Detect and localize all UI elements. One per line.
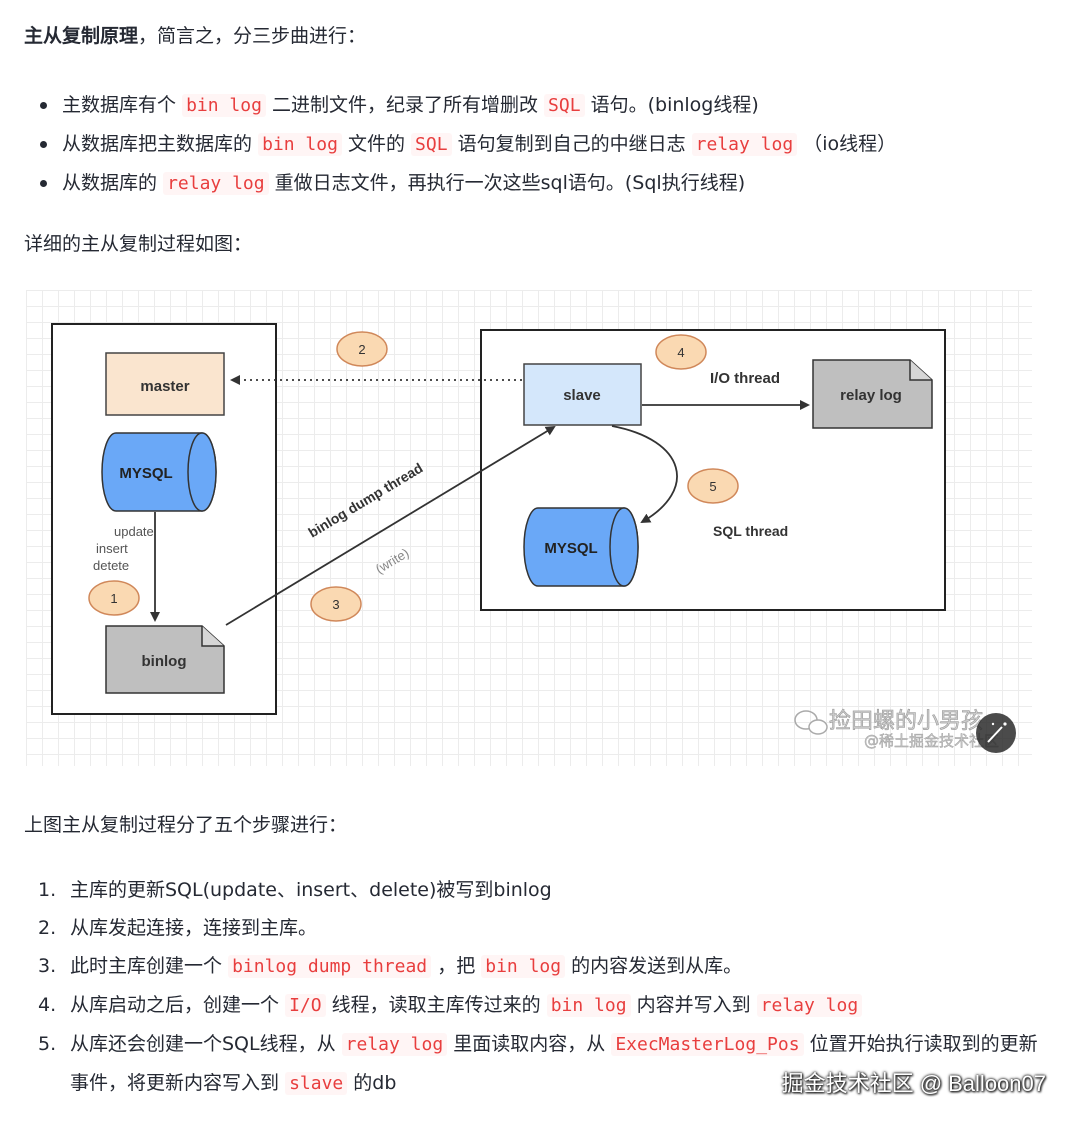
inline-code: binlog dump thread	[228, 955, 432, 978]
list-item: 从数据库的 relay log 重做日志文件，再执行一次这些sql语句。(Sql…	[0, 164, 896, 203]
sql-thread-arrow	[611, 425, 678, 523]
text: 从数据库把主数据库的	[62, 133, 253, 155]
diagram-watermark: 捡田螺的小男孩 @稀土掘金技术社区	[794, 709, 1016, 753]
steps-heading: 上图主从复制过程分了五个步骤进行：	[24, 814, 348, 836]
replication-diagram: master MYSQL update insert detete binlog	[26, 290, 1032, 766]
list-item: 4. 从库启动之后，创建一个 I/O 线程，读取主库传过来的 bin log 内容…	[0, 986, 1060, 1025]
op-label-insert: insert	[96, 541, 128, 556]
step-number: 2	[358, 342, 365, 357]
list-item: 5. 从库还会创建一个SQL线程，从 relay log 里面读取内容，从 Exe…	[0, 1025, 1060, 1103]
dump-thread-label: binlog dump thread	[305, 460, 425, 541]
inline-code: relay log	[163, 172, 269, 195]
master-label: master	[140, 378, 189, 395]
inline-code: bin log	[258, 133, 342, 156]
text: 内容并写入到	[636, 994, 751, 1016]
sql-thread-label: SQL thread	[713, 523, 788, 539]
text: 位置开始执行读取到的更新事件，将更新内容写入到	[70, 1033, 1038, 1094]
mysql-master-label: MYSQL	[119, 465, 172, 482]
binlog-label: binlog	[142, 653, 187, 670]
magic-wand-button[interactable]	[976, 713, 1016, 753]
io-thread-label: I/O thread	[710, 370, 780, 387]
wechat-icon	[794, 710, 828, 735]
relay-log-label: relay log	[840, 387, 902, 404]
op-label-detete: detete	[93, 558, 129, 573]
text: 从库启动之后，创建一个	[70, 994, 280, 1016]
step-number: 5	[709, 479, 716, 494]
relay-log-file: relay log	[812, 359, 933, 429]
list-item: 3. 此时主库创建一个 binlog dump thread ，把 bin log…	[0, 947, 1060, 986]
inline-code: bin log	[481, 955, 566, 978]
list-item: 2. 从库发起连接，连接到主库。	[0, 909, 1060, 947]
text: 重做日志文件，再执行一次这些sql语句。(Sql执行线程)	[274, 172, 746, 194]
step-num: 4.	[38, 994, 57, 1016]
slave-label: slave	[563, 387, 601, 404]
text: 从库发起连接，连接到主库。	[70, 917, 318, 939]
text: 语句。(binlog线程)	[590, 94, 759, 116]
binlog-file: binlog	[105, 625, 225, 694]
text: 从库还会创建一个SQL线程，从	[70, 1033, 336, 1055]
text: 的内容发送到从库。	[571, 955, 743, 977]
text: 主数据库有个	[62, 94, 177, 116]
step-number: 1	[110, 591, 117, 606]
step-circle-5: 5	[687, 468, 739, 504]
step-num: 1.	[38, 879, 57, 901]
step-number: 3	[332, 597, 339, 612]
text: 线程，读取主库传过来的	[331, 994, 541, 1016]
step-num: 3.	[38, 955, 57, 977]
text: 的db	[353, 1072, 397, 1094]
inline-code: ExecMasterLog_Pos	[611, 1033, 804, 1056]
inline-code: SQL	[411, 133, 452, 156]
detail-heading: 详细的主从复制过程如图：	[24, 233, 253, 255]
text: 此时主库创建一个	[70, 955, 223, 977]
text: （io线程）	[803, 133, 897, 155]
principle-list: 主数据库有个 bin log 二进制文件，纪录了所有增删改 SQL 语句。(bi…	[0, 86, 896, 203]
slave-mysql-cylinder: MYSQL	[523, 507, 639, 587]
text: ，把	[437, 955, 476, 977]
text: 主库的更新SQL(update、insert、delete)被写到binlog	[70, 879, 552, 901]
step-num: 2.	[38, 917, 57, 939]
step-number: 4	[677, 345, 684, 360]
intro-rest: ，简言之，分三步曲进行：	[138, 25, 367, 47]
steps-list: 1. 主库的更新SQL(update、insert、delete)被写到binlo…	[0, 871, 1060, 1103]
diagram-svg: master MYSQL update insert detete binlog	[51, 323, 1016, 753]
text: 里面读取内容，从	[453, 1033, 606, 1055]
inline-code: SQL	[544, 94, 585, 117]
step-num: 5.	[38, 1033, 57, 1055]
slave-node: slave	[523, 363, 642, 426]
text: 二进制文件，纪录了所有增删改	[271, 94, 538, 116]
inline-code: I/O	[285, 994, 326, 1017]
text: 语句复制到自己的中继日志	[457, 133, 686, 155]
watermark-main: 捡田螺的小男孩	[829, 709, 983, 734]
master-mysql-cylinder: MYSQL	[101, 432, 217, 512]
op-label-update: update	[114, 524, 154, 539]
text: 文件的	[347, 133, 405, 155]
inline-code: relay log	[691, 133, 798, 156]
text: 从数据库的	[62, 172, 158, 194]
step-circle-3: 3	[310, 586, 362, 622]
list-item: 主数据库有个 bin log 二进制文件，纪录了所有增删改 SQL 语句。(bi…	[0, 86, 896, 125]
step-circle-2: 2	[336, 331, 388, 367]
master-node: master	[105, 352, 225, 416]
list-item: 从数据库把主数据库的 bin log 文件的 SQL 语句复制到自己的中继日志 …	[0, 125, 896, 164]
write-label: (write)	[373, 545, 412, 576]
intro-paragraph: 主从复制原理，简言之，分三步曲进行：	[24, 22, 366, 50]
step-circle-1: 1	[88, 580, 140, 616]
mysql-slave-label: MYSQL	[544, 540, 597, 557]
footer-watermark: 掘金技术社区 @ Balloon07	[781, 1071, 1046, 1096]
step-circle-4: 4	[655, 334, 707, 370]
inline-code: relay log	[756, 994, 863, 1017]
inline-code: bin log	[182, 94, 266, 117]
list-item: 1. 主库的更新SQL(update、insert、delete)被写到binlo…	[0, 871, 1060, 909]
dump-thread-arrow	[225, 425, 556, 626]
intro-bold: 主从复制原理	[24, 25, 139, 47]
inline-code: slave	[285, 1072, 348, 1095]
watermark-sub: @稀土掘金技术社区	[864, 732, 999, 750]
inline-code: relay log	[341, 1033, 448, 1056]
inline-code: bin log	[546, 994, 631, 1017]
